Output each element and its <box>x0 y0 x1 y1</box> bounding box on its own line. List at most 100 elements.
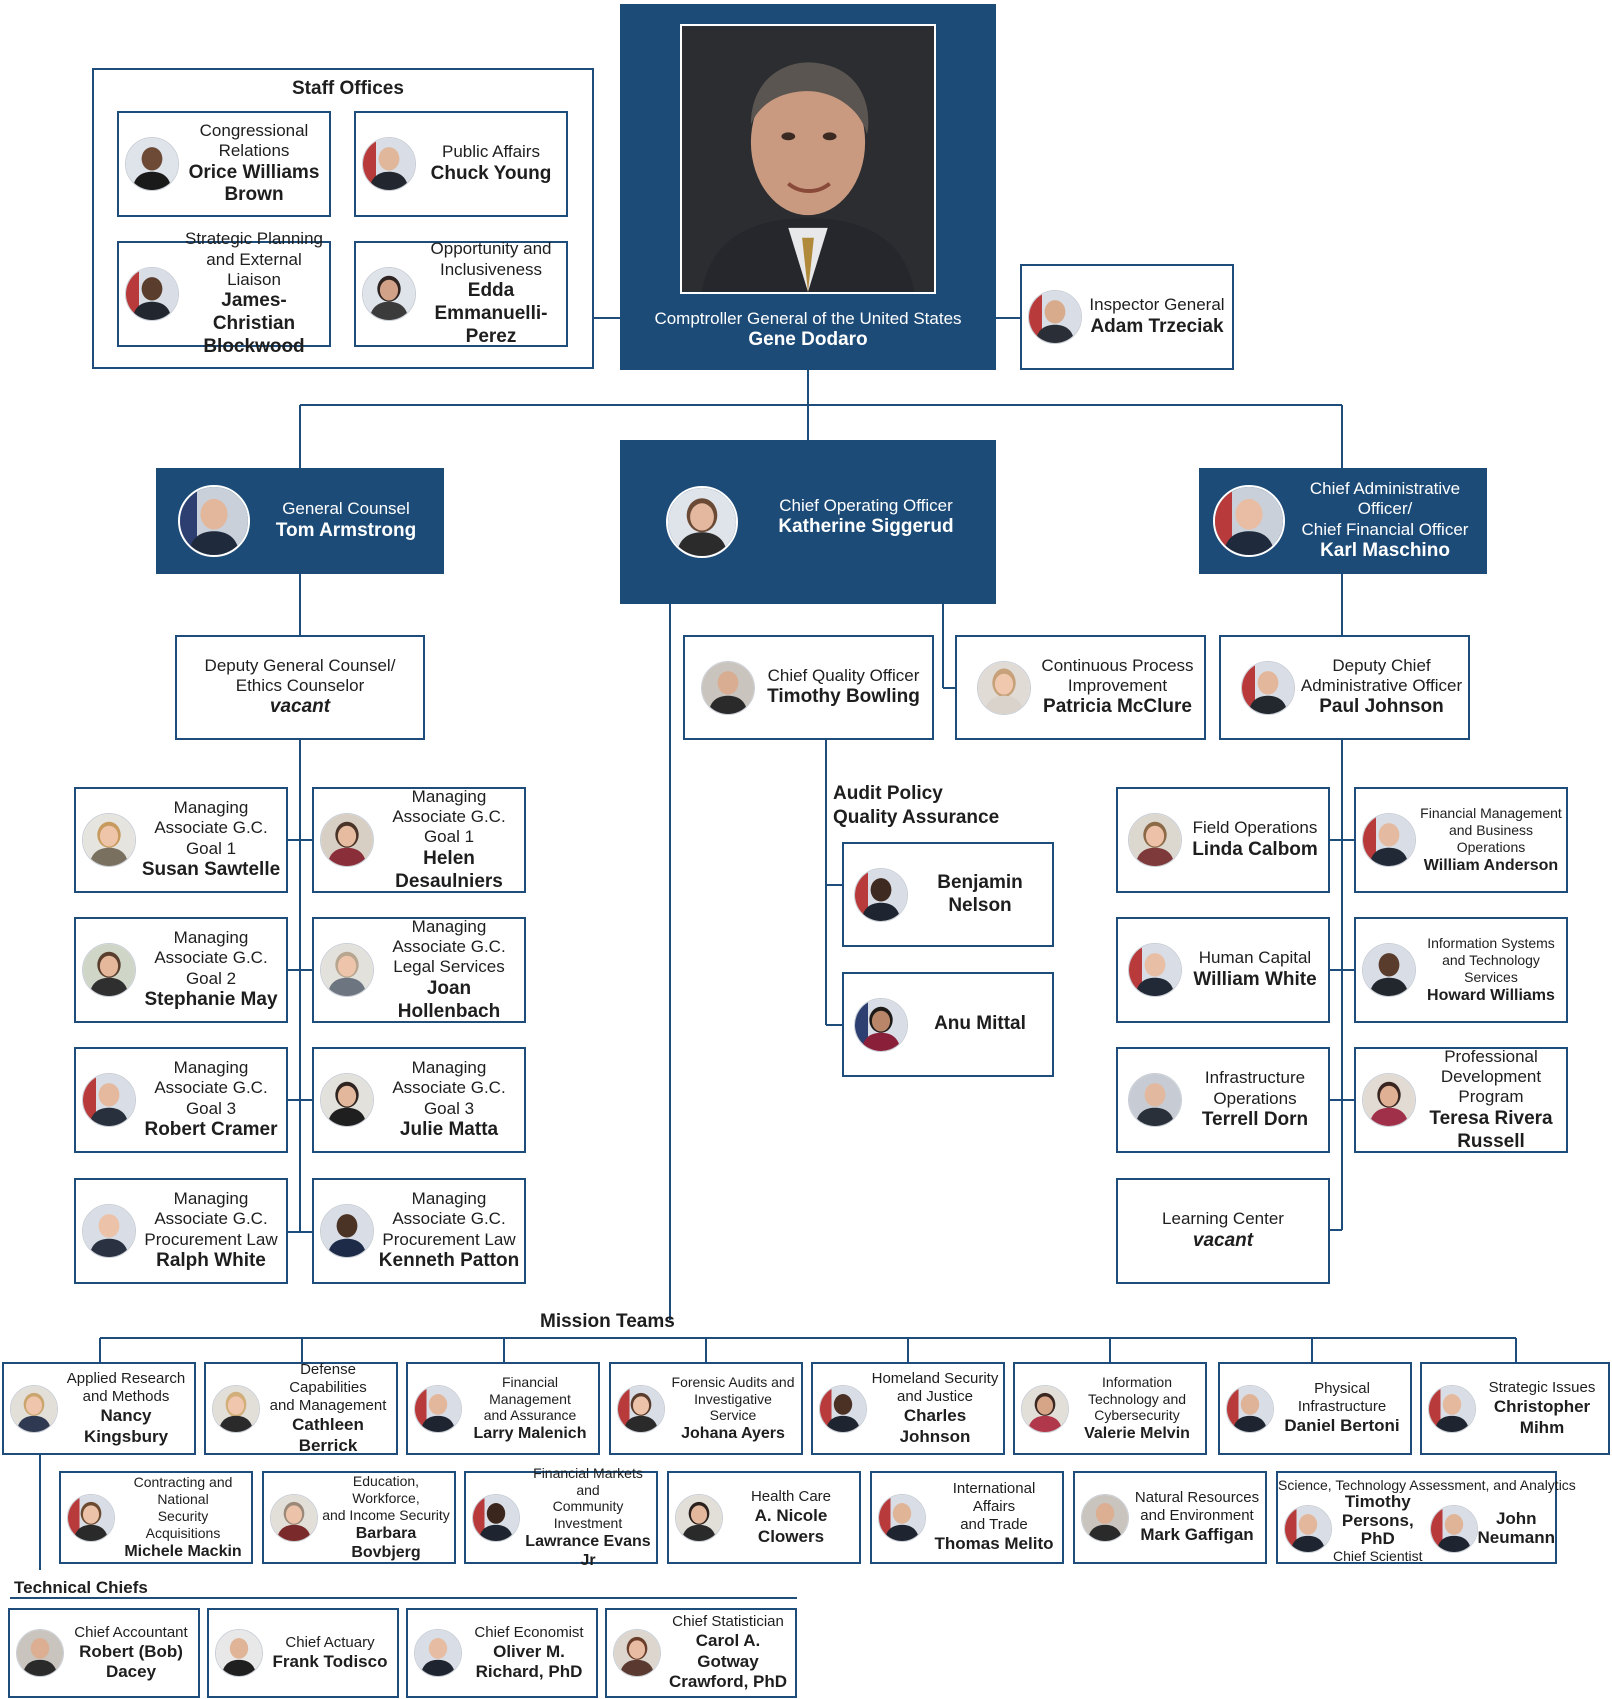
mission-team-box[interactable]: Education, Workforce, and Income Securit… <box>262 1471 456 1564</box>
technical-chiefs-header: Technical Chiefs <box>14 1578 148 1597</box>
portrait-icon <box>1362 1073 1416 1127</box>
mission-team-box[interactable]: Contracting and National Security Acquis… <box>59 1471 253 1564</box>
portrait-icon <box>1362 813 1416 867</box>
person-name: Robert Cramer <box>144 1119 278 1141</box>
audit-policy-member[interactable]: Anu Mittal <box>842 972 1054 1077</box>
portrait-icon <box>819 1384 867 1433</box>
portrait-icon <box>82 1204 136 1258</box>
unit-title: Congressional Relations <box>199 120 309 161</box>
portrait-icon <box>1429 1504 1478 1553</box>
unit-title: Natural Resources and Environment <box>1134 1489 1260 1525</box>
unit-title: Field Operations <box>1192 818 1318 838</box>
mission-team-box[interactable]: Forensic Audits and Investigative Servic… <box>609 1362 803 1455</box>
portrait-icon <box>362 137 416 191</box>
unit-title: Financial Management and Business Operat… <box>1420 805 1562 855</box>
person-name: Benjamin Nelson <box>937 871 1023 916</box>
portrait-icon <box>414 1629 462 1677</box>
unit-title: International Affairs and Trade <box>952 1480 1036 1534</box>
person-name: Nancy Kingsbury <box>83 1406 169 1446</box>
admin-unit-box[interactable]: Financial Management and Business Operat… <box>1354 787 1568 893</box>
portrait-icon <box>666 486 738 558</box>
person-name: Lawrance Evans Jr <box>525 1532 651 1570</box>
person-name: Larry Malenich <box>473 1425 587 1443</box>
unit-title: Strategic Issues <box>1488 1379 1596 1397</box>
unit-title: Physical Infrastructure <box>1297 1380 1387 1416</box>
person-name: William Anderson <box>1423 856 1559 874</box>
person-name: Christopher Mihm <box>1493 1397 1591 1437</box>
unit-title: Professional Development Program <box>1440 1046 1542 1107</box>
staff-offices-header: Staff Offices <box>292 78 404 99</box>
staa-box[interactable]: Science, Technology Assessment, and Anal… <box>1276 1471 1576 1564</box>
person-name: Michele Mackin <box>124 1542 242 1560</box>
person-name: William White <box>1193 968 1317 990</box>
unit-title: General Counsel <box>282 499 410 519</box>
portrait-icon <box>178 485 250 557</box>
staa-title: Science, Technology Assessment, and Anal… <box>1278 1477 1576 1493</box>
unit-title: Managing Associate G.C. Goal 3 <box>154 1058 268 1118</box>
person-name: Robert (Bob) Dacey <box>79 1641 183 1681</box>
chief-administrative-officer-box[interactable]: Chief Administrative Officer/ Chief Fina… <box>1199 468 1487 574</box>
person-name: Ralph White <box>156 1250 266 1272</box>
portrait-icon <box>82 943 136 997</box>
mission-team-box[interactable]: Financial Markets and Community Investme… <box>464 1465 658 1569</box>
unit-title: Information Systems and Technology Servi… <box>1427 935 1555 985</box>
mission-team-box[interactable]: Information Technology and Cybersecurity… <box>1013 1362 1207 1455</box>
portrait-icon <box>1213 485 1285 557</box>
person-name: Katherine Siggerud <box>778 516 954 538</box>
admin-unit-box[interactable]: Information Systems and Technology Servi… <box>1354 917 1568 1023</box>
portrait-icon <box>472 1493 520 1542</box>
person-name: Johana Ayers <box>681 1425 785 1443</box>
unit-title: Infrastructure Operations <box>1204 1068 1306 1108</box>
unit-title: Deputy Chief Administrative Officer <box>1300 655 1463 696</box>
audit-policy-member[interactable]: Benjamin Nelson <box>842 842 1054 947</box>
person-name: Barbara Bovbjerg <box>351 1524 421 1561</box>
unit-title: Managing Associate G.C. Goal 1 <box>154 798 268 858</box>
unit-title: Applied Research and Methods <box>66 1370 186 1406</box>
comptroller-name: Gene Dodaro <box>748 329 868 351</box>
unit-title: Financial Management and Assurance <box>483 1373 577 1424</box>
unit-title: Human Capital <box>1198 948 1312 968</box>
person-name: Timothy Persons, PhD <box>1341 1492 1414 1549</box>
portrait-icon <box>1241 660 1295 715</box>
portrait-icon <box>212 1384 260 1433</box>
deputy-general-counsel-box[interactable]: Deputy General Counsel/ Ethics Counselor… <box>175 635 425 740</box>
unit-title: Managing Associate G.C. Goal 3 <box>392 1058 506 1118</box>
